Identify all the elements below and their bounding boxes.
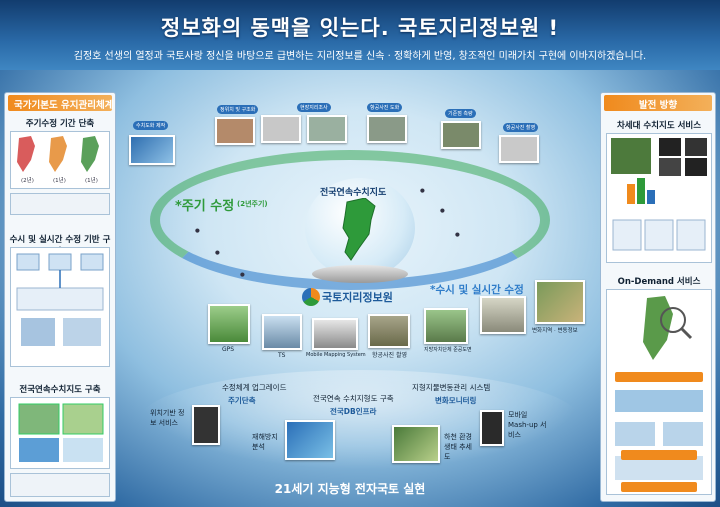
feed-left-2: ● (215, 250, 220, 256)
next-gen-diagram (611, 138, 707, 251)
continuous-notes (10, 473, 110, 497)
map-label-2: (1년) (53, 178, 66, 184)
realtime-diagram-box (10, 247, 110, 367)
cycle-update-label: *주기 수정 (175, 199, 235, 214)
globe-title: 전국연속수치지도 (320, 188, 387, 198)
org-logo (302, 288, 320, 306)
right-section-title-1: 차세대 수치지도 서비스 (616, 121, 702, 131)
process-step-1: 수치도화 제작 (133, 121, 169, 130)
service-photo-4 (480, 410, 504, 446)
bottom-mid-top: 전국연속 수치지형도 구축 (313, 394, 394, 403)
org-name: 국토지리정보원 (322, 291, 393, 304)
service-label-1: 위치기반 정보 서비스 (150, 409, 185, 427)
service-photo-1 (192, 405, 220, 445)
feed-right-2: ● (440, 208, 445, 214)
process-chain: 수치도화 제작 정위치 및 구조화 현장지리조사 항공사진 도화 기준점 측량 … (125, 95, 545, 180)
cycle-maps-box: (2년) (1년) (1년) (10, 131, 110, 189)
on-demand-box (606, 289, 712, 495)
service-label-3: 하천 환경 생태 추세도 (444, 433, 472, 461)
left-section-title-3: 전국연속수치지도 구축 (19, 385, 101, 395)
bottom-right-top: 지형지물변동관리 시스템 (412, 383, 491, 392)
cycle-update-note: (2년주기) (237, 200, 268, 208)
left-panel: 국가기본도 유지관리체계 주기수정 기간 단축 (2년) (1년) (1년) 수… (4, 92, 116, 502)
korea-map-icons (17, 136, 99, 172)
next-gen-service-box (606, 133, 712, 263)
process-photo-3 (261, 115, 301, 143)
right-panel: 발전 방향 차세대 수치지도 서비스 On-Demand 서비스 (600, 92, 716, 502)
feed-left-3: ● (240, 272, 245, 278)
continuous-map-box (10, 397, 110, 469)
photo-gps (208, 304, 250, 344)
map-label-1: (2년) (21, 178, 34, 184)
process-photo-6 (441, 121, 481, 149)
right-section-title-2: On-Demand 서비스 (617, 277, 701, 287)
photo-ts (262, 314, 302, 350)
process-step-6: 항공사진 촬영 (503, 123, 539, 132)
right-panel-heading: 발전 방향 (604, 95, 712, 111)
photo-local-gov (424, 308, 468, 344)
continuous-map-screens (18, 403, 104, 462)
left-section-title-1: 주기수정 기간 단축 (25, 119, 95, 129)
cycle-notes (10, 193, 110, 215)
process-step-5: 기준점 측량 (445, 109, 476, 118)
process-photo-5 (367, 115, 407, 143)
process-step-3: 현장지리조사 (297, 103, 331, 112)
process-photo-7 (499, 135, 539, 163)
on-demand-step-3 (621, 482, 697, 492)
process-photo-2 (215, 117, 255, 145)
globe-base (312, 265, 408, 283)
photo-mms (312, 318, 358, 350)
feed-right-1: ● (420, 188, 425, 194)
realtime-diagram (16, 253, 104, 346)
service-photo-2 (285, 420, 335, 460)
feed-left-1: ● (195, 228, 200, 234)
map-label-3: (1년) (85, 178, 98, 184)
bottom-right-bottom: 변화모니터링 (435, 396, 477, 405)
photo-label-gps: GPS (222, 346, 235, 353)
process-step-4: 항공사진 도화 (367, 103, 403, 112)
on-demand-step-2 (621, 450, 697, 460)
realtime-update-label: *수시 및 실시간 수정 (430, 284, 524, 296)
process-step-2: 정위치 및 구조화 (217, 105, 259, 114)
photo-change-info (535, 280, 585, 324)
service-photo-3 (392, 425, 440, 463)
service-label-4: 모바일 Mash-up 서비스 (508, 411, 547, 439)
photo-label-aerial: 항공사진 촬영 (372, 352, 408, 359)
photo-label-ts: TS (278, 352, 286, 359)
left-panel-heading: 국가기본도 유지관리체계 (8, 95, 113, 111)
photo-label-change: 변화지역 · 변동정보 (532, 328, 578, 334)
page-subtitle: 김정호 선생의 열정과 국토사랑 정신을 바탕으로 급변하는 지리정보를 신속 … (73, 51, 647, 62)
bottom-left-top: 수정체계 업그레이드 (222, 383, 287, 392)
photo-change-area (480, 296, 526, 334)
bottom-left-bottom: 주기단축 (228, 396, 256, 405)
footer-slogan: 21세기 지능형 전자국토 실현 (274, 482, 426, 496)
photo-label-mms: Mobile Mapping System (306, 352, 366, 358)
process-photo-4 (307, 115, 347, 143)
cycle-ring (150, 150, 550, 290)
header-banner: 정보화의 동맥을 잇는다. 국토지리정보원 ! 김정호 선생의 열정과 국토사랑… (0, 0, 720, 70)
process-photo-1 (129, 135, 175, 165)
photo-aerial (368, 314, 410, 348)
bottom-mid-bottom: 전국DB인프라 (330, 407, 377, 416)
photo-label-local-gov: 지방자치단체 준공도면 (424, 347, 472, 353)
feed-right-3: ● (455, 232, 460, 238)
service-label-2: 재해방지 분석 (252, 433, 278, 451)
korea-map-icon (342, 198, 376, 261)
page-title: 정보화의 동맥을 잇는다. 국토지리정보원 ! (160, 16, 560, 40)
on-demand-diagram (615, 296, 703, 480)
on-demand-step-1 (615, 372, 703, 382)
